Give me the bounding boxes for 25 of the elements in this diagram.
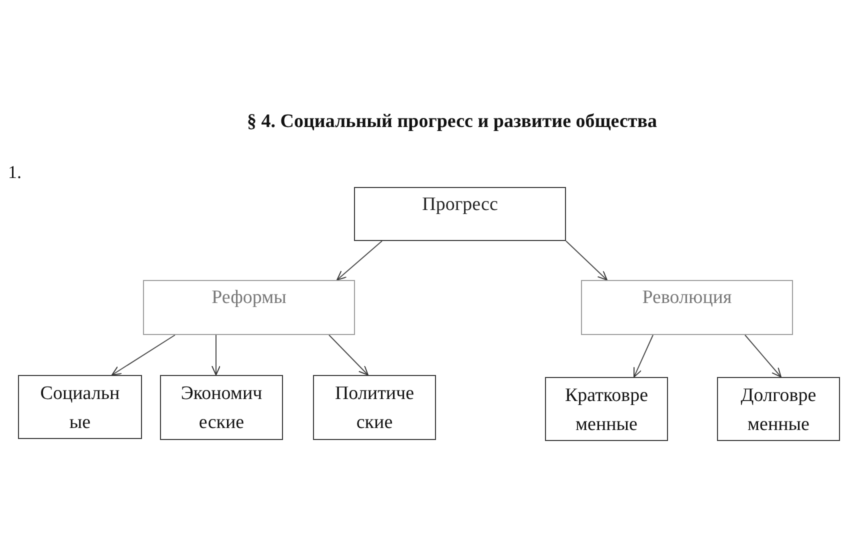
title: § 4. Социальный прогресс и развитие общества <box>246 110 658 134</box>
arrow <box>566 240 608 280</box>
item-number: 1. <box>8 162 22 182</box>
box-label: Долговре менные <box>740 384 816 437</box>
concept-box <box>160 375 283 440</box>
arrow <box>634 334 654 378</box>
arrow <box>212 334 220 376</box>
concept-box <box>545 377 668 441</box>
concept-box <box>313 375 436 440</box>
box-label: Прогресс <box>422 194 498 216</box>
box-label: Социальн ые <box>40 382 120 435</box>
arrow <box>336 240 382 280</box>
arrow <box>328 334 368 376</box>
box-label: Экономич еские <box>180 382 262 435</box>
box-label: Революция <box>642 287 732 309</box>
box-label: Политиче ские <box>334 382 414 435</box>
box-label: Реформы <box>212 287 286 309</box>
concept-box <box>143 280 355 335</box>
concept-box <box>354 187 566 241</box>
box-label: Кратковре менные <box>564 384 648 437</box>
concept-box <box>18 375 142 439</box>
arrow <box>112 334 176 376</box>
concept-box <box>717 377 840 441</box>
arrow <box>744 334 782 378</box>
concept-box <box>581 280 793 335</box>
